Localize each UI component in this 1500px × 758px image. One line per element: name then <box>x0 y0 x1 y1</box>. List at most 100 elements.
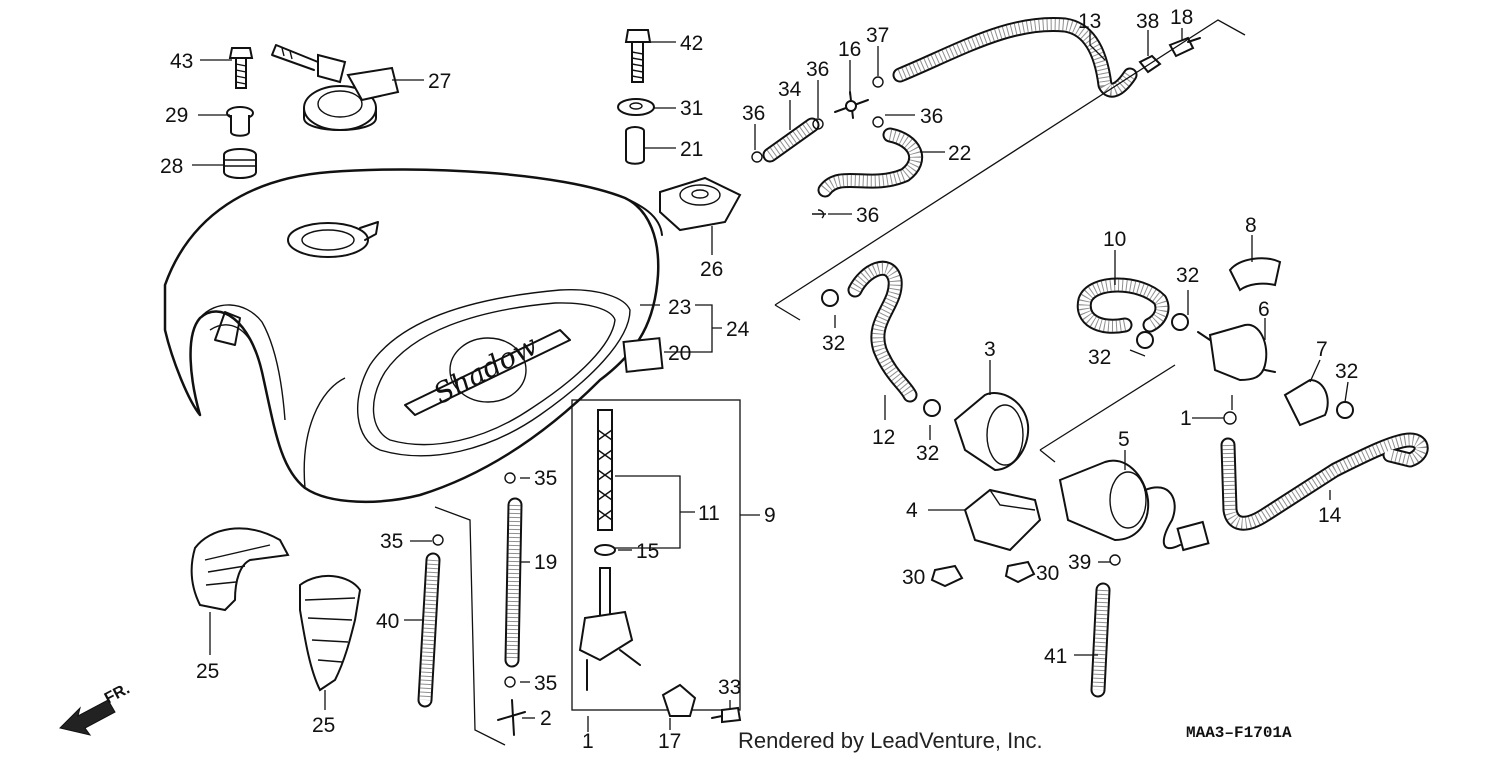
label-8: 8 <box>1245 214 1257 237</box>
label-13: 13 <box>1078 10 1101 33</box>
label-40: 40 <box>376 610 399 633</box>
bolt-42 <box>624 29 652 83</box>
fuel-pump-5 <box>1058 459 1210 552</box>
collar-21 <box>625 126 645 165</box>
label-23: 23 <box>668 296 691 319</box>
fuel-tank: Shadow <box>163 168 663 504</box>
clips-32 <box>821 289 1354 419</box>
label-36-b: 36 <box>742 102 765 125</box>
front-direction-arrow: FR. <box>59 680 133 736</box>
label-36-d: 36 <box>856 204 879 227</box>
label-32-b: 32 <box>1335 360 1358 383</box>
label-32-a: 32 <box>1176 264 1199 287</box>
label-35-b: 35 <box>380 530 403 553</box>
o-ring-15 <box>594 544 616 556</box>
valve-knob-17 <box>661 683 697 717</box>
label-14: 14 <box>1318 504 1342 527</box>
label-11: 11 <box>698 502 720 525</box>
label-3: 3 <box>984 338 996 361</box>
diagram-code: MAA3–F1701A <box>1186 724 1292 742</box>
label-36-a: 36 <box>806 58 829 81</box>
pump-rubber-3 <box>953 392 1030 472</box>
filter-holder-8 <box>1228 257 1282 292</box>
label-36-c: 36 <box>920 105 943 128</box>
label-2: 2 <box>540 707 552 730</box>
clip-39 <box>1109 554 1121 566</box>
knee-pad-25-right <box>299 574 362 692</box>
label-37: 37 <box>866 24 889 47</box>
hose-34 <box>762 117 820 163</box>
label-20: 20 <box>668 342 691 365</box>
label-35-a: 35 <box>534 467 557 490</box>
label-26: 26 <box>700 258 723 281</box>
label-16: 16 <box>838 38 861 61</box>
three-way-joint-2 <box>497 699 526 736</box>
label-28: 28 <box>160 155 183 178</box>
label-25-a: 25 <box>196 660 219 683</box>
clip-1 <box>1223 411 1237 425</box>
fuel-cap-27 <box>271 44 400 131</box>
label-9: 9 <box>764 504 776 527</box>
label-6: 6 <box>1258 298 1270 321</box>
label-19: 19 <box>534 551 557 574</box>
pump-bracket-4 <box>963 488 1042 552</box>
part-labels: 43 29 28 27 42 31 21 26 23 24 20 34 36 1… <box>160 6 1358 753</box>
label-35-c: 35 <box>534 672 557 695</box>
label-41: 41 <box>1044 645 1067 668</box>
label-7: 7 <box>1316 338 1328 361</box>
mount-rubber-26 <box>659 176 742 232</box>
label-32-c: 32 <box>1088 346 1111 369</box>
clips-35 <box>432 472 516 688</box>
label-1-b: 1 <box>582 730 594 753</box>
label-27: 27 <box>428 70 451 93</box>
label-30-b: 30 <box>1036 562 1059 585</box>
label-42: 42 <box>680 32 703 55</box>
label-31: 31 <box>680 97 703 120</box>
plate-20 <box>622 337 664 373</box>
label-39: 39 <box>1068 551 1091 574</box>
label-32-e: 32 <box>916 442 939 465</box>
label-21: 21 <box>680 138 703 161</box>
three-way-joint-16 <box>834 91 869 119</box>
label-12: 12 <box>872 426 895 449</box>
label-33: 33 <box>718 676 741 699</box>
hose-22 <box>817 127 924 198</box>
valve-group-frame <box>571 399 741 711</box>
label-4: 4 <box>906 499 918 522</box>
hose-19 <box>504 497 523 668</box>
fuel-valve <box>578 567 641 691</box>
label-17: 17 <box>658 730 681 753</box>
joint-18 <box>1168 36 1201 58</box>
hose-13 <box>892 16 1138 98</box>
hose-40 <box>417 552 441 708</box>
hose-10 <box>1076 277 1170 334</box>
label-1-a: 1 <box>1180 407 1192 430</box>
label-34: 34 <box>778 78 802 101</box>
hose-14 <box>1220 432 1429 531</box>
bolt-43 <box>228 47 254 89</box>
filter-rubber-7 <box>1283 378 1329 427</box>
label-25-b: 25 <box>312 714 335 737</box>
label-5: 5 <box>1118 428 1130 451</box>
label-10: 10 <box>1103 228 1126 251</box>
hose-12 <box>847 260 918 403</box>
hose-41 <box>1090 582 1111 698</box>
label-29: 29 <box>165 104 188 127</box>
label-22: 22 <box>948 142 971 165</box>
label-38: 38 <box>1136 10 1159 33</box>
credit-text: Rendered by LeadVenture, Inc. <box>738 728 1043 753</box>
leader-lines <box>192 28 1349 732</box>
washer-31 <box>617 98 655 116</box>
strainer-11 <box>597 409 613 531</box>
fuel-filter-6 <box>1197 323 1276 382</box>
label-32-d: 32 <box>822 332 845 355</box>
label-30-a: 30 <box>902 566 925 589</box>
collar-29 <box>226 106 254 137</box>
screw-33 <box>711 706 742 724</box>
label-18: 18 <box>1170 6 1193 29</box>
nuts-30 <box>930 560 1036 588</box>
label-43: 43 <box>170 50 193 73</box>
knee-pad-25-left <box>190 527 290 612</box>
label-15: 15 <box>636 540 659 563</box>
